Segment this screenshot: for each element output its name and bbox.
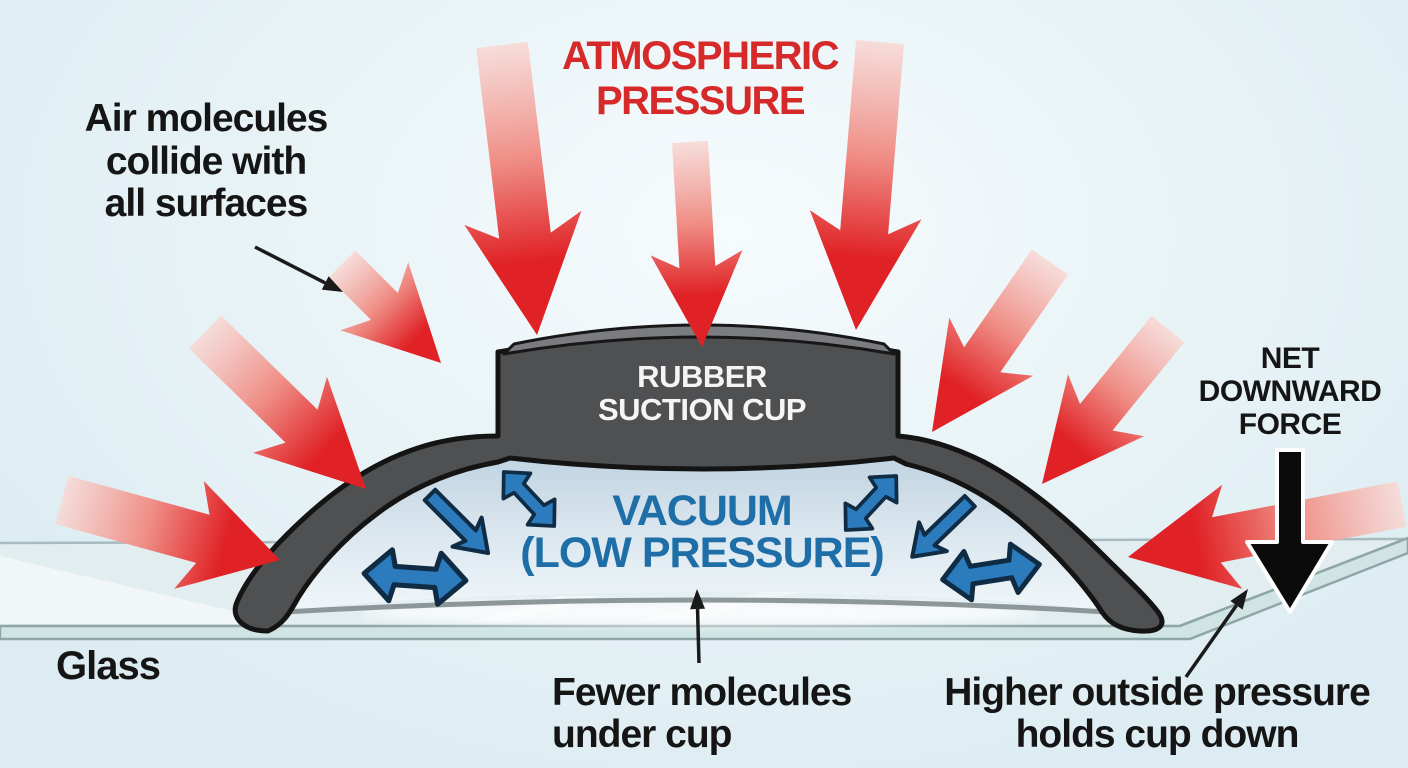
- pressure-arrows: [55, 40, 1407, 589]
- higher-pressure-label: Higher outside pressure holds cup down: [944, 671, 1371, 757]
- title-line-1: ATMOSPHERIC: [561, 34, 840, 78]
- atmospheric-pressure-arrow: [809, 40, 922, 330]
- glass-sheen-under-cup: [360, 600, 1040, 626]
- vacuum-label: VACUUM (LOW PRESSURE): [520, 487, 884, 578]
- atmospheric-pressure-arrow: [188, 315, 366, 489]
- pointer-arrowhead: [321, 276, 343, 292]
- atmospheric-pressure-arrow: [1042, 315, 1185, 484]
- pointer-arrows: [254, 245, 1248, 679]
- atmospheric-pressure-arrow: [55, 475, 281, 589]
- pointer-arrowhead: [690, 589, 706, 610]
- net-downward-force-label: NET DOWNWARD FORCE: [1198, 342, 1382, 441]
- atmospheric-pressure-arrow: [932, 249, 1069, 432]
- air-molecules-label: Air molecules collide with all surfaces: [84, 97, 329, 225]
- vacuum-fill: [284, 456, 1106, 612]
- pointer-line: [254, 245, 326, 285]
- title-line-2: PRESSURE: [595, 78, 806, 123]
- rubber-suction-cup-label: RUBBER SUCTION CUP: [597, 359, 807, 428]
- glass-front-face: [0, 536, 1408, 641]
- pointer-arrowhead: [1230, 589, 1248, 610]
- vacuum-bottom-edge: [283, 597, 1107, 615]
- net-downward-force-arrow: [1245, 448, 1334, 614]
- cup-body: [232, 331, 1165, 634]
- pointer-line: [695, 608, 701, 664]
- glass-left-sheen: [0, 556, 288, 624]
- glass-label: Glass: [56, 644, 161, 688]
- atmospheric-pressure-arrow: [328, 250, 441, 363]
- pointer-line: [1184, 604, 1238, 679]
- suction-cup: [232, 323, 1165, 634]
- vacuum-region: [283, 456, 1107, 626]
- diagram-title: ATMOSPHERIC PRESSURE: [561, 34, 840, 124]
- fewer-molecules-label: Fewer molecules under cup: [552, 671, 852, 757]
- cup-top-rim: [502, 323, 896, 356]
- atmospheric-pressure-arrow: [464, 41, 582, 336]
- atmospheric-pressure-arrow: [650, 140, 743, 347]
- atmospheric-pressure-arrow: [1128, 481, 1407, 589]
